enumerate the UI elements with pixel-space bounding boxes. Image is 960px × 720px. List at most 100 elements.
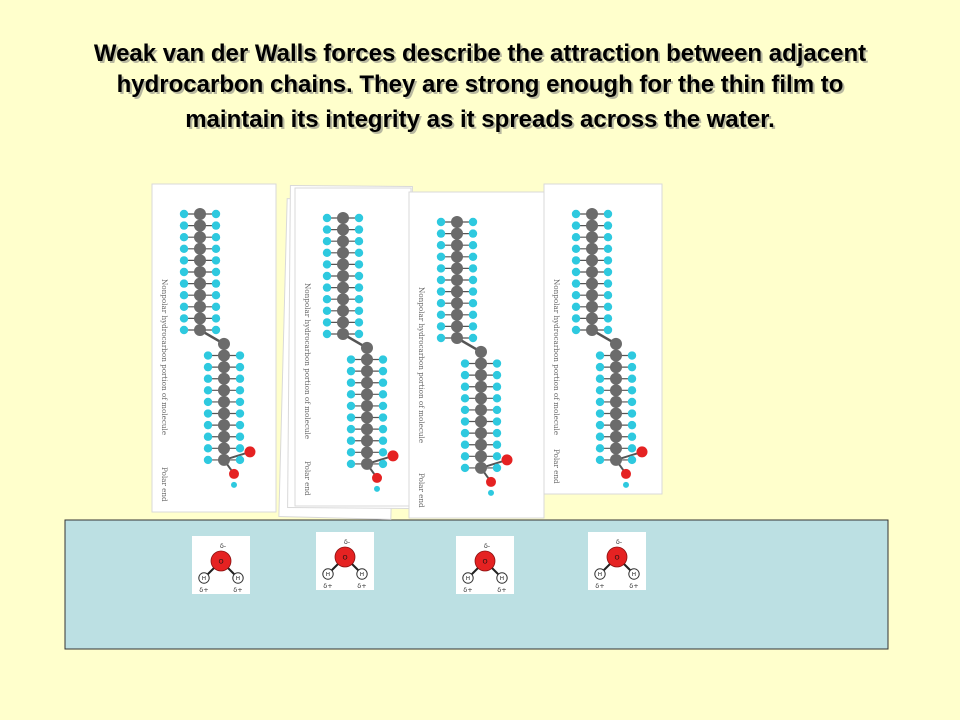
hydrogen-atom bbox=[436, 275, 446, 285]
carbon-atom bbox=[218, 361, 230, 374]
hydrogen-atom bbox=[322, 329, 332, 339]
hydrogen-atom bbox=[203, 432, 213, 441]
oxygen-symbol: O bbox=[482, 558, 487, 566]
hydrogen-atom bbox=[595, 362, 605, 372]
hydrogen-atom bbox=[203, 420, 213, 430]
oxygen-atom bbox=[474, 550, 496, 572]
hydrogen-atom bbox=[378, 459, 388, 469]
hydrogen-atom bbox=[179, 233, 189, 242]
hydrogen-atom bbox=[603, 244, 613, 253]
hydrogen-atom bbox=[468, 217, 478, 227]
delta-plus-label: δ+ bbox=[233, 586, 242, 594]
hydrogen-atom bbox=[468, 287, 478, 296]
carbon-atom bbox=[218, 384, 230, 397]
delta-minus-label: δ- bbox=[220, 542, 227, 550]
hydrogen-atom bbox=[603, 267, 613, 277]
hydrogen-atom bbox=[603, 325, 613, 335]
carbon-atom bbox=[586, 208, 598, 220]
carbon-atom bbox=[361, 446, 373, 459]
carbon-atom bbox=[610, 361, 622, 374]
hydrogen-atom bbox=[468, 322, 478, 331]
carbon-atom bbox=[337, 270, 349, 282]
hydrogen-atom bbox=[492, 452, 502, 461]
carbon-atom bbox=[586, 300, 598, 313]
hydrogen-atom bbox=[235, 432, 245, 441]
hydrogen-atom bbox=[571, 325, 581, 335]
carbon-atom bbox=[586, 219, 598, 232]
carbon-atom bbox=[361, 411, 373, 424]
hydrogen-atom bbox=[179, 267, 189, 277]
hydrogen-atom bbox=[211, 244, 221, 253]
hydrogen-atom bbox=[322, 225, 332, 234]
hydrogen-atom bbox=[378, 390, 388, 399]
hydrogen-atom bbox=[595, 444, 605, 453]
hydrogen-atom bbox=[203, 444, 213, 453]
carbon-atom bbox=[451, 308, 463, 321]
hydrogen-atom bbox=[354, 260, 364, 269]
carbon-atom bbox=[337, 304, 349, 317]
carbon-atom bbox=[337, 328, 349, 340]
hydrogen-atom bbox=[595, 420, 605, 430]
hydrogen-atom bbox=[595, 351, 605, 360]
hydrogen-atom bbox=[595, 374, 605, 383]
hydrogen-atom bbox=[436, 287, 446, 296]
oxygen-symbol: O bbox=[614, 554, 619, 562]
polar-end-label: Polar end bbox=[417, 473, 426, 508]
hydrogen-atom bbox=[346, 448, 356, 457]
hydrogen-atom-right bbox=[356, 568, 368, 580]
hydrogen-atom bbox=[436, 252, 446, 261]
carbon-atom bbox=[451, 297, 463, 310]
hydrogen-atom bbox=[235, 409, 245, 418]
delta-minus-label: δ- bbox=[344, 538, 351, 546]
hydrogen-atom bbox=[603, 314, 613, 323]
hydrogen-atom bbox=[354, 225, 364, 234]
hydrogen-atom bbox=[603, 291, 613, 300]
polar-end-label: Polar end bbox=[303, 461, 312, 496]
carbon-atom bbox=[361, 457, 373, 470]
hydrogen-atom bbox=[460, 405, 470, 415]
hydrogen-atom bbox=[595, 409, 605, 418]
hydrogen-atom bbox=[492, 370, 502, 380]
hydrogen-atom bbox=[571, 244, 581, 253]
hydrogen-atom bbox=[354, 283, 364, 292]
hydrocarbon-label: Nonpolar hydrocarbon portion of molecule bbox=[552, 279, 561, 435]
carbon-atom bbox=[610, 419, 622, 432]
hydrogen-atom bbox=[179, 279, 189, 288]
hydrogen-atom bbox=[354, 271, 364, 281]
carbon-atom bbox=[218, 442, 230, 455]
hydrogen-atom bbox=[354, 213, 364, 223]
hydrogen-atom bbox=[492, 359, 502, 368]
hydrogen-atom bbox=[571, 279, 581, 288]
water-molecule: δ-OHδ+Hδ+ bbox=[192, 536, 250, 594]
hydrogen-atom bbox=[354, 318, 364, 327]
hydrogen-atom bbox=[322, 271, 332, 281]
carbon-atom bbox=[610, 337, 622, 350]
oxygen-atom bbox=[486, 476, 496, 487]
carbon-atom bbox=[451, 332, 463, 344]
carbon-atom bbox=[610, 407, 622, 420]
delta-minus-label: δ- bbox=[484, 542, 491, 550]
hydrogen-atom bbox=[436, 229, 446, 238]
hydrogen-atom bbox=[595, 432, 605, 441]
hydrogen-atom bbox=[235, 386, 245, 395]
hydrogen-atom bbox=[436, 299, 446, 308]
delta-minus-label: δ- bbox=[616, 538, 623, 546]
carbon-atom bbox=[451, 262, 463, 275]
hydrogen-atom bbox=[354, 329, 364, 339]
hydrogen-atom bbox=[603, 279, 613, 288]
delta-plus-label: δ+ bbox=[497, 586, 506, 594]
hydrogen-atom bbox=[322, 237, 332, 246]
delta-plus-label: δ+ bbox=[595, 582, 604, 590]
hydrogen-atom bbox=[492, 428, 502, 438]
hydrogen-atom bbox=[346, 390, 356, 399]
hydrogen-atom bbox=[235, 351, 245, 360]
hydrogen-atom bbox=[603, 302, 613, 311]
hydrogen-atom bbox=[623, 481, 629, 488]
hydrogen-atom bbox=[627, 386, 637, 395]
hydrogen-atom bbox=[460, 428, 470, 438]
hydrogen-atom bbox=[235, 374, 245, 383]
hydrogen-atom bbox=[322, 306, 332, 315]
carbon-atom bbox=[361, 376, 373, 389]
carbon-atom bbox=[194, 219, 206, 232]
